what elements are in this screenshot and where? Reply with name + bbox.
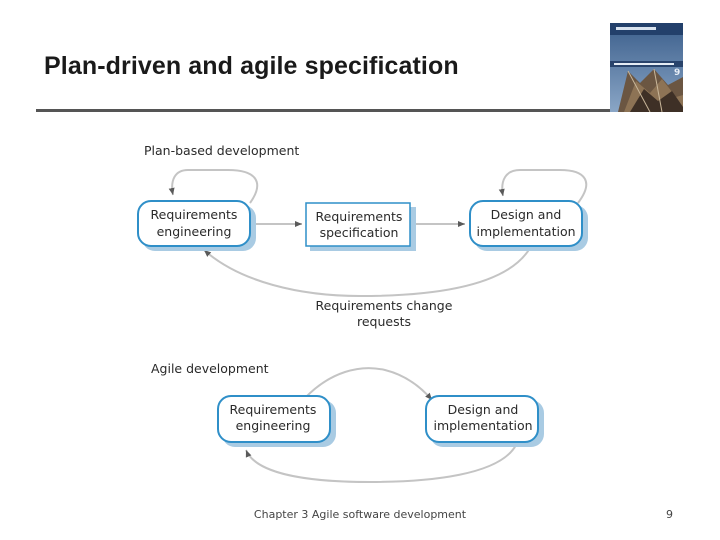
plan-node-requirements-engineering: Requirements engineering [137, 200, 256, 251]
plan-node-3-line2: implementation [476, 224, 575, 239]
agile-section-label: Agile development [151, 361, 269, 376]
plan-node-2-line2: specification [320, 225, 399, 240]
plan-design-self-loop-arrow [498, 169, 588, 204]
agile-node-1-line1: Requirements [230, 402, 317, 417]
change-request-label-line1: Requirements change [316, 298, 453, 313]
agile-node-1-line2: engineering [236, 418, 311, 433]
svg-text:9: 9 [674, 68, 680, 78]
plan-node-2-line1: Requirements [316, 209, 403, 224]
plan-node-1-line1: Requirements [151, 207, 238, 222]
agile-node-design-implementation: Design and implementation [425, 395, 544, 447]
plan-based-section-label: Plan-based development [144, 143, 299, 158]
agile-node-2-line2: implementation [433, 418, 532, 433]
plan-node-design-implementation: Design and implementation [469, 200, 588, 251]
slide-title: Plan-driven and agile specification [44, 52, 459, 80]
plan-req-eng-self-loop-arrow [168, 169, 259, 204]
agile-node-requirements-engineering: Requirements engineering [217, 395, 336, 447]
plan-node-1-line2: engineering [157, 224, 232, 239]
book-cover-illustration: 9 [610, 23, 683, 112]
agile-arrow-design-to-req [245, 444, 517, 484]
page-number: 9 [666, 508, 673, 521]
plan-change-request-feedback-arrow [203, 247, 531, 298]
title-divider [36, 109, 622, 112]
change-request-label-line2: requests [357, 314, 411, 329]
agile-arrow-req-to-design [304, 367, 433, 401]
slide-footer: Chapter 3 Agile software development [253, 508, 467, 521]
agile-node-2-line1: Design and [448, 402, 519, 417]
plan-node-requirements-specification: Requirements specification [305, 202, 416, 251]
specification-diagram: Plan-based development Requirements engi… [137, 143, 588, 484]
book-cover-image: 9 [610, 23, 683, 112]
plan-node-3-line1: Design and [491, 207, 562, 222]
